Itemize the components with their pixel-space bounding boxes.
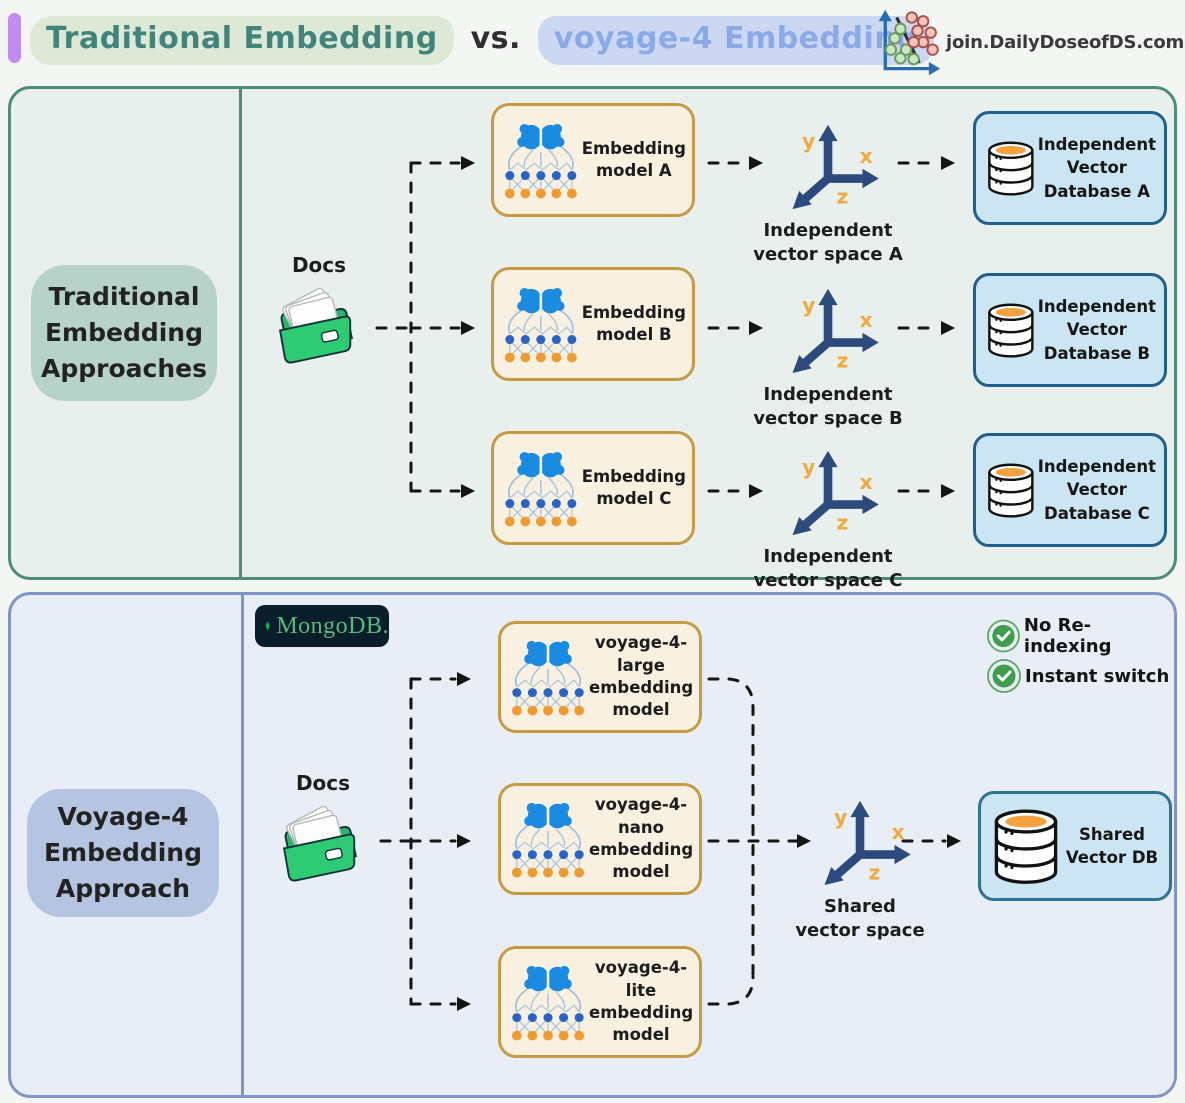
mongodb-leaf-icon <box>265 621 270 631</box>
badge-no-reindexing: No Re-indexing <box>986 615 1174 657</box>
mongodb-wordmark: MongoDB. <box>276 612 389 639</box>
xyz-axes-icon <box>772 285 884 377</box>
database-c-label: Independent Vector Database C <box>1037 457 1156 523</box>
scatter-plot-logo-icon <box>878 9 941 76</box>
embedding-model-b-box: Embedding model B <box>491 267 695 381</box>
embedding-model-c-box: Embedding model C <box>491 431 695 545</box>
database-icon <box>988 463 1034 518</box>
model-b-label: Embedding model B <box>581 302 686 344</box>
vector-database-a-box: Independent Vector Database A <box>973 111 1167 225</box>
vector-space-b-label: Independent vector space B <box>753 384 903 430</box>
docs-label: Docs <box>295 771 351 795</box>
folder-icon <box>271 281 358 365</box>
model-c-label: Embedding model C <box>581 466 686 508</box>
badge-instant-switch: Instant switch <box>986 658 1169 694</box>
title-traditional: Traditional Embedding <box>30 16 454 65</box>
vector-space-a-label: Independent vector space A <box>753 220 903 266</box>
traditional-divider <box>239 89 242 577</box>
voyage-section: Voyage-4 Embedding Approach MongoDB. Doc… <box>8 592 1177 1098</box>
title-vs: vs. <box>470 21 521 56</box>
traditional-docs: Docs <box>271 253 367 379</box>
vector-space-b: Independent vector space B <box>735 285 921 432</box>
check-circle-icon <box>986 658 1022 694</box>
mongodb-logo: MongoDB. <box>255 605 389 647</box>
database-b-label: Independent Vector Database B <box>1037 297 1156 363</box>
voyage-section-label: Voyage-4 Embedding Approach <box>27 789 219 917</box>
xyz-axes-icon <box>772 121 884 213</box>
brain-network-icon <box>504 122 578 200</box>
voyage-large-label: voyage-4-large embedding model <box>589 633 694 720</box>
vector-space-a: Independent vector space A <box>735 121 921 268</box>
docs-label: Docs <box>291 253 347 277</box>
shared-vector-space-label: Shared vector space <box>795 896 925 942</box>
shared-vector-space: Shared vector space <box>767 797 953 944</box>
database-icon <box>988 141 1034 196</box>
voyage-docs: Docs <box>275 771 371 897</box>
vector-database-c-box: Independent Vector Database C <box>973 433 1167 547</box>
folder-icon <box>275 799 362 883</box>
database-icon <box>994 809 1058 884</box>
traditional-section-label: Traditional Embedding Approaches <box>31 265 217 401</box>
database-a-label: Independent Vector Database A <box>1037 135 1156 201</box>
brain-network-icon <box>504 286 578 364</box>
voyage-nano-label: voyage-4-nano embedding model <box>589 795 694 882</box>
model-a-label: Embedding model A <box>581 138 686 180</box>
site-link[interactable]: join.DailyDoseofDS.com <box>946 32 1185 53</box>
vector-space-c-label: Independent vector space C <box>753 546 903 592</box>
xyz-axes-icon <box>804 797 916 889</box>
voyage-lite-label: voyage-4-lite embedding model <box>589 958 694 1045</box>
shared-db-label: Shared Vector DB <box>1065 824 1159 867</box>
voyage-4-large-box: voyage-4-large embedding model <box>498 621 702 733</box>
embedding-model-a-box: Embedding model A <box>491 103 695 217</box>
traditional-section: Traditional Embedding Approaches Docs Em… <box>8 86 1177 591</box>
vector-database-b-box: Independent Vector Database B <box>973 273 1167 387</box>
brain-network-icon <box>511 801 585 879</box>
brain-network-icon <box>504 450 578 528</box>
voyage-4-lite-box: voyage-4-lite embedding model <box>498 946 702 1058</box>
title-accent-bar <box>8 13 21 63</box>
voyage-divider <box>241 595 244 1095</box>
page-title: Traditional Embedding vs. voyage-4 Embed… <box>30 16 935 65</box>
shared-vector-db-box: Shared Vector DB <box>978 791 1172 901</box>
brain-network-icon <box>511 964 585 1042</box>
database-icon <box>988 303 1034 358</box>
title-voyage: voyage-4 Embedding <box>537 16 935 65</box>
brain-network-icon <box>511 639 585 717</box>
check-circle-icon <box>986 619 1021 653</box>
vector-space-c: Independent vector space C <box>735 447 921 594</box>
voyage-4-nano-box: voyage-4-nano embedding model <box>498 783 702 895</box>
xyz-axes-icon <box>772 447 884 539</box>
